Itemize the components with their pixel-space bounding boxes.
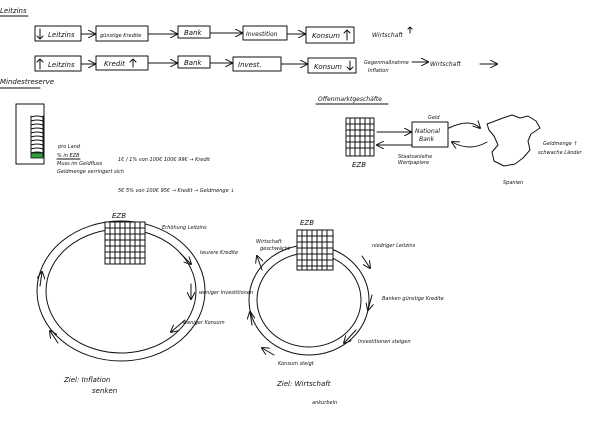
cycle-right-top-note-1: Wirtschaft: [256, 239, 283, 245]
cycle-left-label-4: weniger Konsum: [183, 320, 225, 326]
row2-result-line2: Inflation: [368, 68, 389, 74]
arrow-up-icon: [36, 58, 44, 70]
offenmarkt-heading: Offenmarktgeschäfte: [318, 96, 382, 103]
row2-label-4: Invest.: [238, 61, 262, 69]
cycle-left-goal-1: Ziel: Inflation: [63, 376, 110, 384]
row1-box-konsum: [305, 26, 355, 44]
cycle-right-arrow-1: [361, 255, 370, 268]
row2-box-bank: [177, 55, 211, 69]
ezb-building-icon: [345, 117, 375, 157]
cycle-right-label-2: Banken günstige Kredite: [382, 296, 444, 302]
wertpapiere-line1: Staatsanleihe: [398, 154, 432, 160]
row2-label-1: Leitzins: [48, 61, 75, 69]
cycle-left: EZB Erhöhung Leitzins teurere Kredite we…: [36, 212, 253, 395]
row1-label-4: Investition: [246, 31, 278, 38]
arrow-up-icon: [343, 29, 351, 41]
mr-note-1: pro Land: [57, 144, 81, 150]
ezb-building-icon: [104, 221, 146, 265]
cycle-left-arrow-3: [171, 319, 186, 332]
geld-label: Geld: [428, 115, 440, 121]
cycle-left-goal-2: senken: [92, 387, 117, 395]
mr-example-2: 5€ 5% von 100€ 95€ → Kredit → Geldmenge …: [118, 188, 234, 194]
cycle-left-arrow-4: [50, 331, 59, 344]
mr-note-4: Geldmenge verringert sich: [57, 169, 124, 175]
row2-result-line1: Gegenmaßnahme: [364, 60, 409, 66]
cycle-left-label-3: weniger Investitionen: [199, 290, 253, 296]
wertpapiere-line2: Wertpapiere: [398, 160, 429, 166]
cycle-right-arrow-top: [257, 256, 262, 271]
cycle-ring-outer: [36, 220, 206, 362]
row1-result: Wirtschaft: [372, 32, 403, 39]
national-bank-line2: Bank: [419, 136, 435, 143]
arrow-down-icon: [346, 60, 354, 71]
cycle-right-top-note-2: geschwächt: [260, 246, 291, 252]
coin-stack-icon: [30, 115, 44, 159]
cycle-right-ezb: EZB: [300, 219, 314, 227]
cycle-left-ezb: EZB: [112, 212, 126, 220]
reserve-container: [15, 103, 45, 165]
arrow-up-icon: [129, 58, 137, 68]
arrow-up-icon: [407, 26, 413, 34]
cycle-right-arrow-2: [368, 294, 372, 310]
cycle-right-goal-1: Ziel: Wirtschaft: [276, 380, 331, 388]
spain-label: Spanien: [503, 180, 523, 186]
bank-to-spain-arrow: [448, 123, 480, 128]
national-bank-line1: National: [415, 128, 440, 135]
row1-box-investition: [242, 25, 288, 41]
cycle-right-arrow-5: [250, 312, 252, 326]
cycle-right-arrow-3: [344, 329, 357, 343]
ezb-label: EZB: [352, 161, 366, 169]
cycle-left-arrow-5: [40, 272, 42, 287]
arrow-down-icon: [36, 28, 44, 40]
cycle-right-goal-2: ankurbeln: [312, 400, 337, 406]
cycle-right-label-4: Konsum steigt: [278, 361, 315, 367]
row2-label-5: Konsum: [314, 63, 342, 71]
offenmarkt-note-1: Geldmenge ↑: [543, 141, 578, 147]
row1-label-1: Leitzins: [48, 31, 75, 39]
mr-note-2: % in EZB: [57, 153, 80, 159]
row1-label-2: günstige Kredite: [100, 33, 141, 39]
offenmarkt-note-2: schwache Länder: [538, 150, 583, 156]
spain-to-bank-arrow: [452, 142, 488, 147]
national-bank-box: [411, 121, 449, 148]
leitzins-heading: Leitzins: [0, 7, 27, 15]
cycle-right: EZB Wirtschaft geschwächt niedriger Leit…: [249, 219, 444, 406]
cycle-left-label-2: teurere Kredite: [200, 250, 238, 256]
row2-result-tail: Wirtschaft: [430, 61, 461, 68]
mr-example-1: 1€ / 1% von 100€ 100€ 99€ → Kredit: [118, 157, 211, 163]
row1: Leitzins günstige Kredite Bank Investiti…: [34, 25, 413, 44]
row2-label-2: Kredit: [104, 60, 125, 68]
row1-box-bank: [177, 25, 211, 39]
mr-note-3: Muss im Geldfluss: [57, 161, 103, 167]
row2-label-3: Bank: [184, 59, 203, 67]
row1-label-5: Konsum: [312, 32, 340, 40]
mindestreserve-heading: Mindestreserve: [0, 78, 54, 86]
cycle-left-arrow-1: [179, 252, 191, 264]
row1-label-3: Bank: [184, 29, 203, 37]
row2-box-konsum: [307, 57, 357, 74]
cycle-right-label-1: niedriger Leitzins: [372, 243, 416, 249]
cycle-left-label-1: Erhöhung Leitzins: [162, 225, 207, 231]
cycle-right-label-3: Investitionen steigen: [358, 339, 411, 345]
cycle-right-arrow-4: [262, 348, 275, 356]
ezb-building-icon: [296, 229, 334, 271]
row2: Leitzins Kredit Bank Invest. Konsum Gege…: [34, 55, 497, 74]
spain-map-icon: [486, 114, 541, 167]
